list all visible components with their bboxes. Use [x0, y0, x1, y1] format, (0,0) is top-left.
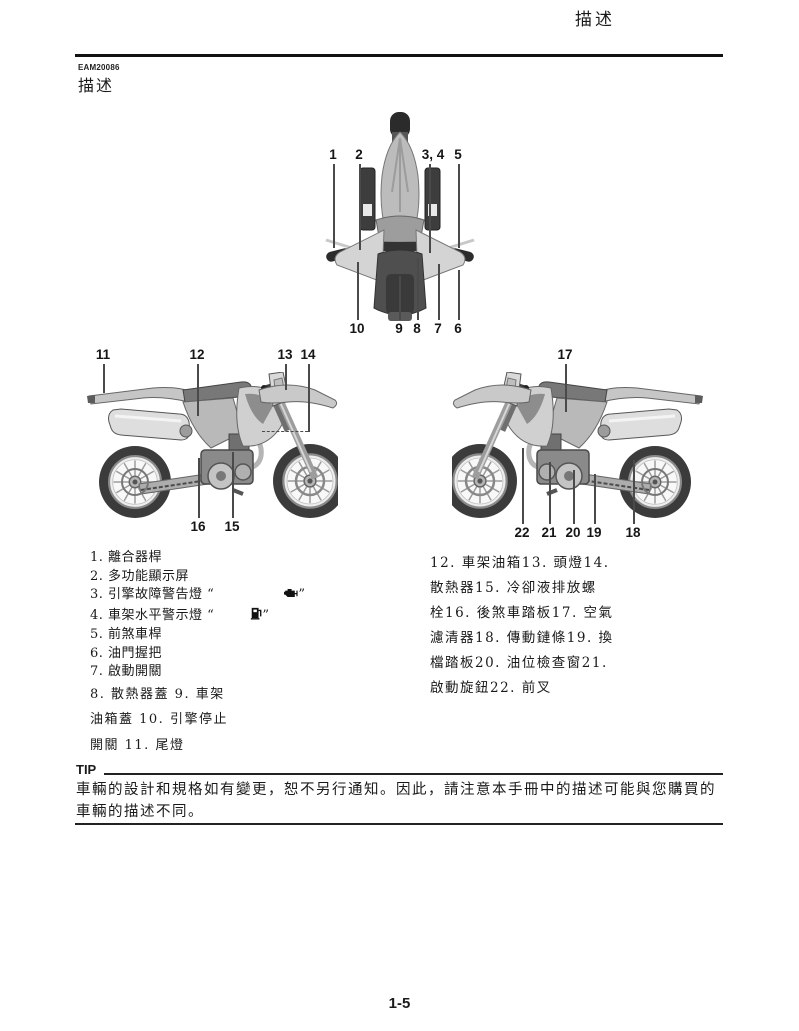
callout-20: 20	[565, 525, 581, 540]
leader-line	[103, 364, 105, 393]
callout-2: 2	[355, 147, 363, 162]
leader-line	[594, 474, 596, 524]
parts-list-right: 12. 車架油箱13. 頭燈14. 散熱器15. 冷卻液排放螺 栓16. 後煞車…	[430, 551, 720, 701]
parts-list-item: 檔踏板20. 油位檢查窗21.	[430, 655, 608, 671]
leader-line	[522, 448, 524, 524]
callout-17: 17	[557, 347, 573, 362]
leader-line	[417, 258, 419, 320]
parts-list-item: 3. 引擎故障警告燈 “”	[90, 586, 360, 606]
leader-line	[429, 164, 431, 253]
parts-list-item: 散熱器15. 冷卻液排放螺	[430, 580, 597, 596]
header-rule	[75, 54, 723, 57]
motorcycle-left-side-view-illustration	[83, 372, 338, 522]
tip-rule-bottom	[75, 823, 723, 825]
tip-label: TIP	[76, 762, 97, 777]
tip-rule-top	[104, 773, 723, 775]
callout-22: 22	[514, 525, 530, 540]
tip-body: 車輛的設計和規格如有變更，恕不另行通知。因此，請注意本手冊中的描述可能與您購買的…	[76, 782, 716, 820]
callout-6: 6	[454, 321, 462, 336]
leader-line	[359, 164, 361, 250]
callout-19: 19	[586, 525, 602, 540]
callout-12: 12	[189, 347, 205, 362]
leader-line	[438, 264, 440, 320]
callout-16: 16	[190, 519, 206, 534]
leader-line	[197, 364, 199, 416]
leader-line	[198, 458, 200, 518]
engine-trouble-warning-light-icon	[282, 587, 298, 606]
callout-7: 7	[434, 321, 442, 336]
callout-10: 10	[349, 321, 365, 336]
running-header: 描述	[575, 10, 615, 30]
parts-list-item: 油箱蓋 10. 引擎停止	[90, 712, 228, 727]
parts-list-item: 8. 散熱器蓋 9. 車架	[90, 686, 225, 702]
callout-18: 18	[625, 525, 641, 540]
callout-15: 15	[224, 519, 240, 534]
callout-1: 1	[329, 147, 337, 162]
callout-13: 13	[277, 347, 293, 362]
motorcycle-front-view-illustration	[325, 112, 475, 321]
callout-14: 14	[300, 347, 316, 362]
leader-line	[573, 470, 575, 524]
parts-list-item: 5. 前煞車桿	[90, 627, 163, 642]
parts-list-item: 啟動旋鈕22. 前叉	[430, 680, 552, 696]
leader-line	[333, 164, 335, 248]
callout-5: 5	[454, 147, 462, 162]
parts-list-item: 6. 油門握把	[90, 645, 163, 661]
callout-3-4: 3, 4	[421, 147, 445, 162]
leader-line	[399, 276, 401, 320]
leader-line	[458, 270, 460, 320]
parts-list-item: 1. 離合器桿	[90, 550, 163, 565]
leader-line	[357, 262, 359, 320]
fuel-level-warning-light-icon	[250, 606, 262, 627]
parts-list-item: 開關 11. 尾燈	[90, 737, 185, 753]
parts-list-item: 2. 多功能顯示屏	[90, 568, 190, 584]
leader-line	[549, 462, 551, 524]
motorcycle-right-side-view-illustration	[452, 372, 707, 522]
leader-line	[308, 364, 310, 432]
callout-11: 11	[95, 347, 111, 362]
callout-8: 8	[413, 321, 421, 336]
parts-list-left: 1. 離合器桿 2. 多功能顯示屏 3. 引擎故障警告燈 “” 4. 車架水平警…	[90, 549, 360, 758]
leader-line-dashed	[262, 431, 308, 432]
section-title: 描述	[78, 76, 115, 95]
page-number: 1-5	[388, 995, 411, 1012]
parts-list-item: 栓16. 後煞車踏板17. 空氣	[430, 605, 614, 621]
parts-list-item: 濾清器18. 傳動鏈條19. 換	[430, 630, 614, 646]
leader-line	[458, 164, 460, 248]
parts-list-item: 7. 啟動開關	[90, 664, 163, 679]
parts-list-item: 4. 車架水平警示燈 “”	[90, 606, 360, 627]
callout-21: 21	[541, 525, 557, 540]
leader-line	[565, 364, 567, 412]
parts-list-item: 12. 車架油箱13. 頭燈14.	[430, 555, 610, 571]
doc-code: EAM20086	[78, 63, 120, 72]
leader-line	[232, 452, 234, 518]
callout-9: 9	[395, 321, 403, 336]
leader-line	[633, 460, 635, 524]
leader-line	[285, 364, 287, 390]
